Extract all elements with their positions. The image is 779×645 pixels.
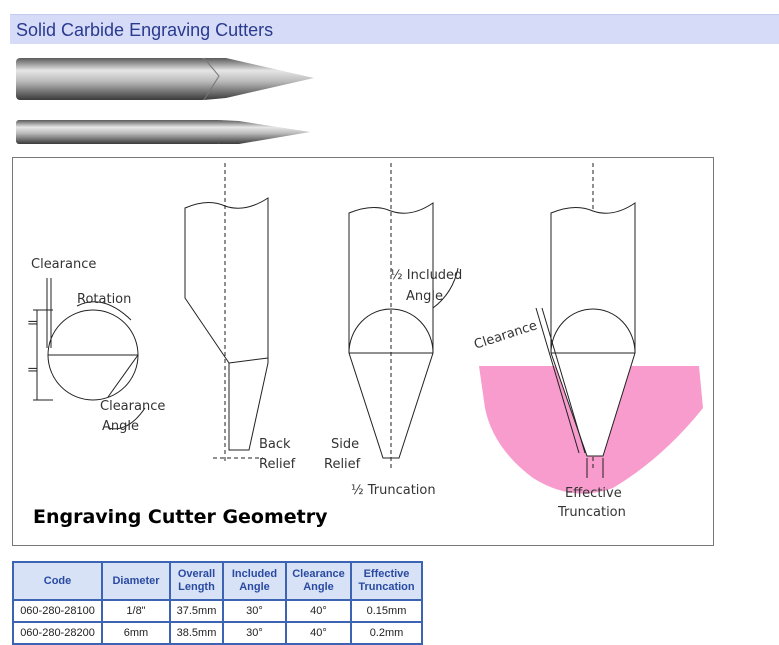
cutter-image-small [16, 120, 310, 144]
label-half-truncation: ½ Truncation [351, 483, 436, 498]
label-side-relief: Relief [324, 457, 361, 472]
geometry-drawing [33, 163, 703, 494]
header-included-angle: Included Angle [222, 561, 287, 601]
label-truncation: Truncation [558, 505, 626, 520]
cutter-image-large [16, 57, 314, 101]
cell-diameter: 6mm [101, 621, 171, 645]
header-diameter: Diameter [101, 561, 171, 601]
cell-clearance-angle: 40° [285, 621, 352, 645]
label-rotation: Rotation [77, 292, 132, 307]
label-clearance-angle-1: Clearance [100, 399, 166, 414]
table-row: 060-280-28200 6mm 38.5mm 30° 40° 0.2mm [12, 621, 423, 645]
cell-clearance-angle: 40° [285, 599, 352, 623]
spec-table: Code Diameter Overall Length Included An… [12, 561, 423, 645]
label-back: Back [259, 437, 291, 452]
label-effective: Effective [565, 486, 622, 501]
label-half-included-1: ½ Included [390, 268, 463, 283]
label-clearance-angle-2: Angle [102, 419, 139, 434]
label-equal-1: = [27, 316, 38, 331]
diagram-caption: Engraving Cutter Geometry [33, 506, 328, 528]
label-back-relief: Relief [259, 457, 296, 472]
header-clearance-angle: Clearance Angle [285, 561, 352, 601]
cell-included-angle: 30° [222, 621, 287, 645]
header-overall-length: Overall Length [169, 561, 224, 601]
cell-code: 060-280-28200 [12, 621, 103, 645]
geometry-diagram: Clearance Rotation = = Clearance Angle ½… [12, 157, 714, 546]
label-clearance: Clearance [31, 257, 97, 272]
cell-diameter: 1/8" [101, 599, 171, 623]
title-bar: Solid Carbide Engraving Cutters [10, 14, 779, 44]
cell-included-angle: 30° [222, 599, 287, 623]
cell-overall-length: 38.5mm [169, 621, 224, 645]
label-half-included-2: Angle [406, 289, 443, 304]
cell-effective-truncation: 0.2mm [350, 621, 423, 645]
page-title: Solid Carbide Engraving Cutters [16, 20, 274, 40]
table-row: 060-280-28100 1/8" 37.5mm 30° 40° 0.15mm [12, 599, 423, 623]
header-effective-truncation: Effective Truncation [350, 561, 423, 601]
cell-overall-length: 37.5mm [169, 599, 224, 623]
cell-code: 060-280-28100 [12, 599, 103, 623]
table-header-row: Code Diameter Overall Length Included An… [12, 561, 423, 601]
label-equal-2: = [27, 363, 38, 378]
label-side: Side [331, 437, 360, 452]
cell-effective-truncation: 0.15mm [350, 599, 423, 623]
header-code: Code [12, 561, 103, 601]
